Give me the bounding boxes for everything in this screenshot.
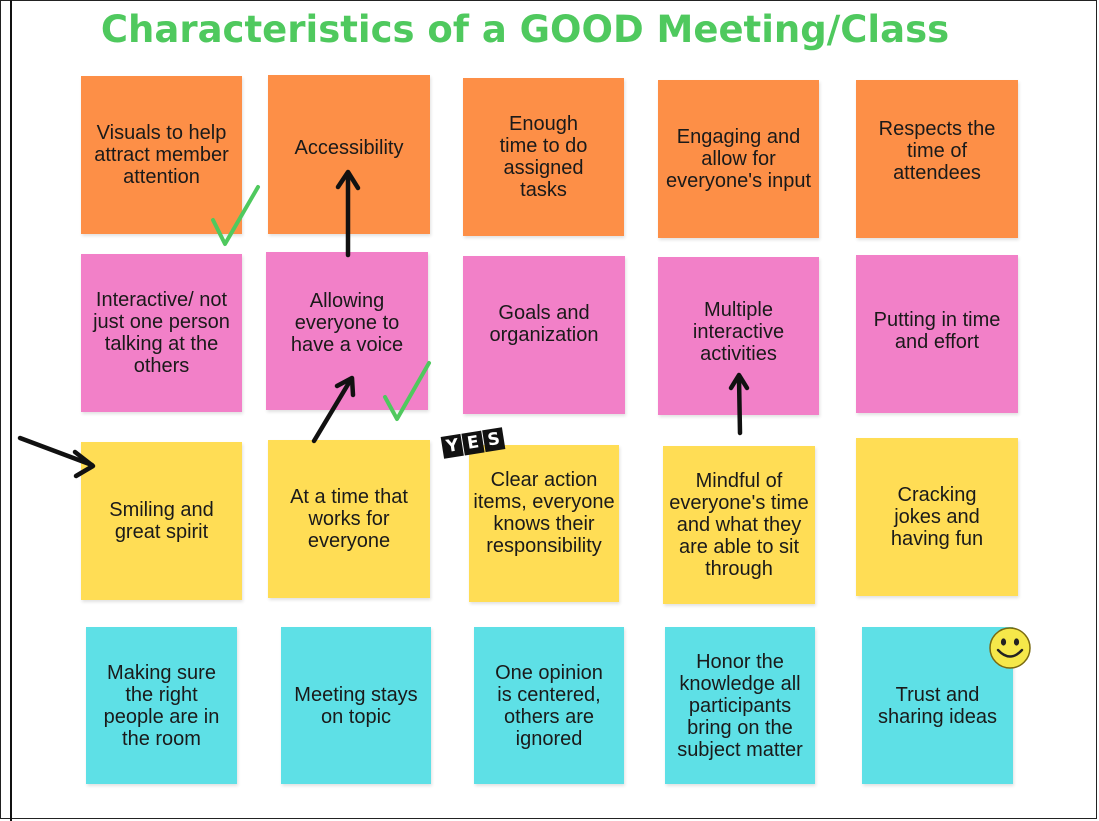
note-text: Cracking jokes and having fun — [890, 484, 984, 550]
sticky-note[interactable]: Multiple interactive activities — [658, 257, 819, 415]
note-text: Visuals to help attract member attention — [94, 122, 229, 188]
sticky-note[interactable]: Honor the knowledge all participants bri… — [665, 627, 815, 784]
note-text: Making sure the right people are in the … — [103, 661, 220, 750]
sticky-note[interactable]: Enough time to do assigned tasks — [463, 78, 624, 236]
note-text: Mindful of everyone's time and what they… — [669, 470, 809, 580]
sticky-note[interactable]: Putting in time and effort — [856, 255, 1018, 413]
note-text: Honor the knowledge all participants bri… — [677, 650, 803, 761]
note-text: At a time that works for everyone — [290, 486, 408, 552]
sticky-note[interactable]: Visuals to help attract member attention — [81, 76, 242, 234]
sticky-note[interactable]: Allowing everyone to have a voice — [266, 252, 428, 410]
note-text: Accessibility — [294, 137, 404, 159]
yes-letter: S — [482, 427, 506, 453]
sticky-note[interactable]: Clear action items, everyone knows their… — [469, 445, 619, 602]
note-text: Enough time to do assigned tasks — [499, 113, 588, 201]
note-text: Clear action items, everyone knows their… — [473, 469, 615, 557]
sticky-note[interactable]: Mindful of everyone's time and what they… — [663, 446, 815, 604]
sticky-note[interactable]: Accessibility — [268, 75, 430, 234]
sticky-note[interactable]: Trust and sharing ideas — [862, 627, 1013, 784]
note-text: Interactive/ not just one person talking… — [93, 289, 230, 377]
frame-left-edge — [10, 0, 12, 821]
sticky-note[interactable]: Respects the time of attendees — [856, 80, 1018, 238]
sticky-note[interactable]: Cracking jokes and having fun — [856, 438, 1018, 596]
sticky-note[interactable]: Smiling and great spirit — [81, 442, 242, 600]
note-text: Meeting stays on topic — [294, 683, 418, 728]
note-text: Putting in time and effort — [873, 309, 1001, 353]
note-text: Goals and organization — [489, 302, 599, 346]
page-title: Characteristics of a GOOD Meeting/Class — [100, 8, 950, 51]
note-text: Allowing everyone to have a voice — [290, 290, 404, 356]
sticky-note[interactable]: Making sure the right people are in the … — [86, 627, 237, 784]
sticky-note[interactable]: One opinion is centered, others are igno… — [474, 627, 624, 784]
yes-letter: Y — [440, 433, 465, 459]
sticky-note[interactable]: Interactive/ not just one person talking… — [81, 254, 242, 412]
sticky-note[interactable]: Goals and organization — [463, 256, 625, 414]
smiley-icon — [989, 627, 1031, 669]
note-text: Smiling and great spirit — [109, 499, 214, 543]
sticky-note[interactable]: Engaging and allow for everyone's input — [658, 80, 819, 238]
sticky-note[interactable]: Meeting stays on topic — [281, 627, 431, 784]
note-text: Respects the time of attendees — [878, 118, 996, 184]
note-text: Engaging and allow for everyone's input — [665, 126, 812, 192]
sticky-note[interactable]: At a time that works for everyone — [268, 440, 430, 598]
yes-letter: E — [461, 430, 485, 456]
note-text: Multiple interactive activities — [692, 299, 785, 365]
note-text: One opinion is centered, others are igno… — [495, 661, 603, 750]
note-text: Trust and sharing ideas — [878, 683, 997, 728]
